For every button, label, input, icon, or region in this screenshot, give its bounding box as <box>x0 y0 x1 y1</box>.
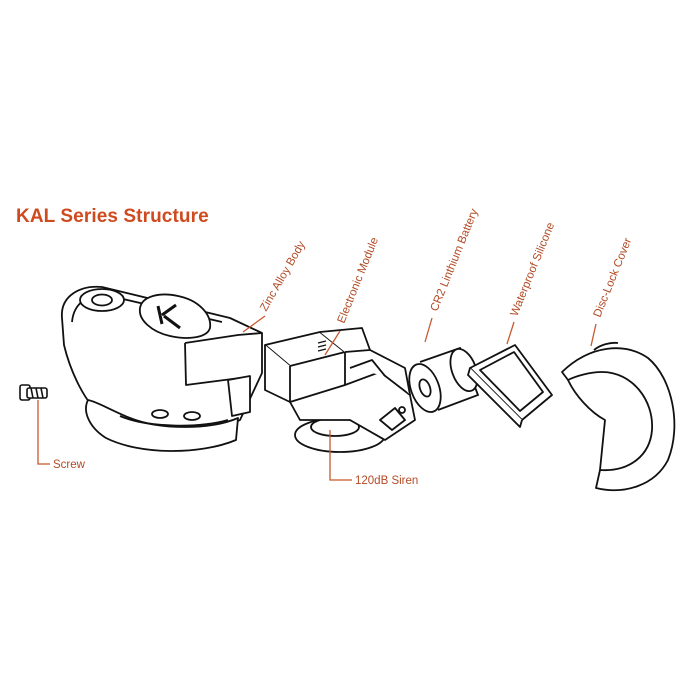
battery-part <box>408 346 480 413</box>
screw-part <box>19 384 48 401</box>
label-waterproof-silicone: Waterproof Silicone <box>509 221 558 318</box>
electronic-module-part <box>264 327 416 453</box>
label-disc-lock-cover: Disc-Lock Cover <box>592 236 635 319</box>
disc-lock-cover-part <box>561 341 676 492</box>
label-screw: Screw <box>53 459 86 471</box>
label-battery: CR2 Linthium Battery <box>429 207 481 313</box>
label-siren: 120dB Siren <box>355 475 418 487</box>
label-electronic-module: Electronic Module <box>336 236 381 325</box>
diagram-title: KAL Series Structure <box>16 206 209 227</box>
lock-body-part <box>61 285 263 452</box>
waterproof-silicone-part <box>467 344 553 428</box>
leader-lines <box>37 315 597 481</box>
label-zinc-alloy-body: Zinc Alloy Body <box>258 239 308 313</box>
